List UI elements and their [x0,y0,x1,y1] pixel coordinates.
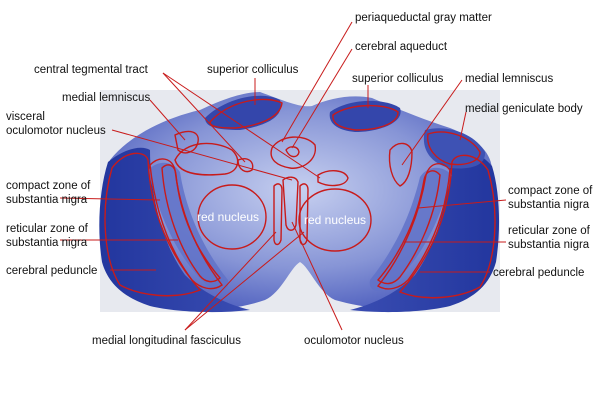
aqueduct-outline [285,146,300,158]
label-sup-coll-left: superior colliculus [207,64,299,76]
right-pedunc-outline [398,154,496,299]
mlf-left-outline [273,183,283,246]
label-periaqueductal: periaqueductal gray matter [355,12,492,24]
labels: periaqueductal gray matter cerebral aque… [6,12,593,347]
label-compact-right-2: substantia nigra [508,199,590,211]
left-reticular-outline [161,164,221,283]
label-peduncle-left: cerebral peduncle [6,265,97,277]
label-reticular-left-2: substantia nigra [6,237,88,249]
leader-periaqueductal [281,21,353,143]
leader-mlf-2 [184,231,305,331]
left-colliculus-tissue [205,95,281,130]
right-reticular-outline [376,170,441,285]
label-med-lem-left: medial lemniscus [62,92,150,104]
leader-aqueduct [291,48,353,149]
label-med-lem-right: medial lemniscus [465,73,553,85]
left-medial-lemniscus-outline [174,130,199,154]
leader-visceral [111,129,293,181]
right-medial-lemniscus-outline [388,142,413,187]
mlf-right-outline [299,183,309,246]
right-red-nucleus-outline [298,188,372,252]
leader-compact-left [59,197,161,201]
label-visceral-1: visceral [6,111,45,123]
label-red-nucleus-left: red nucleus [197,210,259,224]
leader-med-lem-right [401,79,463,166]
leader-central-tegmental-1 [162,72,246,163]
label-oculomotor: oculomotor nucleus [304,335,404,347]
left-compact-outline [149,158,224,290]
left-central-tegmental-outline [237,158,254,173]
label-cerebral-aqueduct: cerebral aqueduct [355,41,448,53]
label-reticular-right-2: substantia nigra [508,239,590,251]
leader-lines [59,21,507,331]
label-central-tegmental: central tegmental tract [34,64,149,76]
leader-med-lem-left [149,99,186,141]
left-red-nucleus-outline [197,184,267,250]
periaqueductal-outline [270,136,316,169]
label-compact-right-1: compact zone of [508,185,593,197]
left-pedunc-outline [104,152,202,297]
leader-central-tegmental-2 [162,72,321,179]
label-mlf: medial longitudinal fasciculus [92,335,241,347]
leader-med-gen [459,111,467,141]
label-red-nucleus-right: red nucleus [304,213,366,227]
right-colliculus-outline [332,104,399,131]
label-med-geniculate: medial geniculate body [465,103,583,115]
right-peduncle-tissue [350,148,500,313]
geniculate-outline [427,131,481,166]
label-compact-left-1: compact zone of [6,180,91,192]
oculomotor-outline [282,176,299,231]
right-tegmental-outline [317,170,349,187]
leader-oculomotor [291,221,343,331]
leader-compact-right [417,199,507,209]
label-sup-coll-right: superior colliculus [352,73,444,85]
label-peduncle-right: cerebral peduncle [493,267,584,279]
label-compact-left-2: substantia nigra [6,194,88,206]
left-colliculus-outline [209,98,283,129]
label-reticular-right-1: reticular zone of [508,225,591,237]
leader-mlf-1 [184,231,277,331]
left-tegmental-outline [174,142,239,176]
left-peduncle-tissue [99,147,250,313]
label-reticular-left-1: reticular zone of [6,223,89,235]
label-visceral-2: oculomotor nucleus [6,125,106,137]
